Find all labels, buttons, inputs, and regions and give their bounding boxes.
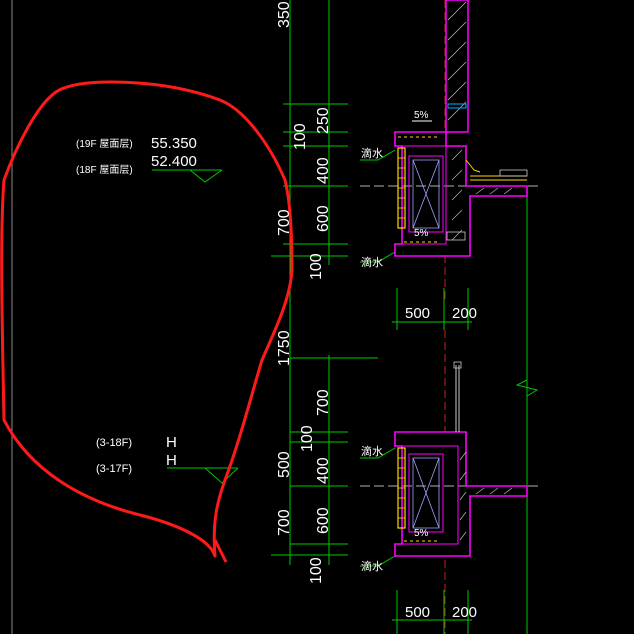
upper-wall bbox=[445, 0, 469, 133]
upper-elevation-1: 55.350 bbox=[151, 135, 197, 152]
lower-drip-top: 滴水 bbox=[361, 444, 383, 458]
upper-elevation-2: 52.400 bbox=[151, 153, 197, 170]
dim-upper-outer-1: 100 bbox=[292, 123, 309, 150]
dim-top-350: 350 bbox=[276, 1, 293, 28]
dim-lower-outer-4: 700 bbox=[276, 509, 293, 536]
red-markup-tail bbox=[213, 539, 228, 563]
upper-balcony bbox=[394, 120, 528, 257]
center-lines bbox=[360, 185, 540, 487]
lower-floor-label-2: (3-17F) bbox=[96, 463, 132, 475]
dim-upper-inner-3: 600 bbox=[315, 205, 332, 232]
lower-width-500: 500 bbox=[405, 604, 430, 621]
dim-lower-inner-1: 400 bbox=[315, 457, 332, 484]
dim-lower-outer-3: 500 bbox=[276, 451, 293, 478]
red-markup-outline bbox=[0, 80, 294, 558]
lower-level-2: H bbox=[166, 452, 177, 469]
dimension-lines bbox=[152, 0, 539, 634]
upper-slope-top: 5% bbox=[414, 110, 429, 121]
dim-lower-inner-2: 600 bbox=[315, 507, 332, 534]
lower-balcony bbox=[394, 361, 528, 557]
dim-upper-outer-3: 100 bbox=[308, 253, 325, 280]
upper-floor-label-2: (18F 屋面层) bbox=[76, 164, 133, 176]
lower-floor-label-1: (3-18F) bbox=[96, 437, 132, 449]
lower-drip-bottom: 滴水 bbox=[361, 559, 383, 573]
dim-upper-inner-2: 400 bbox=[315, 157, 332, 184]
lower-level-1: H bbox=[166, 434, 177, 451]
dim-upper-inner-1: 250 bbox=[315, 107, 332, 134]
dim-lower-outer-1: 700 bbox=[315, 389, 332, 416]
lower-width-200: 200 bbox=[452, 604, 477, 621]
upper-width-200: 200 bbox=[452, 305, 477, 322]
upper-width-500: 500 bbox=[405, 305, 430, 322]
upper-slope-bottom: 5% bbox=[414, 228, 429, 239]
dim-lower-outer-2: 100 bbox=[299, 425, 316, 452]
lower-slope: 5% bbox=[414, 528, 429, 539]
dim-middle-1750: 1750 bbox=[276, 330, 293, 366]
upper-drip-top: 滴水 bbox=[361, 146, 383, 160]
upper-floor-label-1: (19F 屋面层) bbox=[76, 138, 133, 150]
dim-lower-outer-5: 100 bbox=[308, 557, 325, 584]
dim-upper-outer-2: 700 bbox=[276, 209, 293, 236]
upper-drip-bottom: 滴水 bbox=[361, 255, 383, 269]
